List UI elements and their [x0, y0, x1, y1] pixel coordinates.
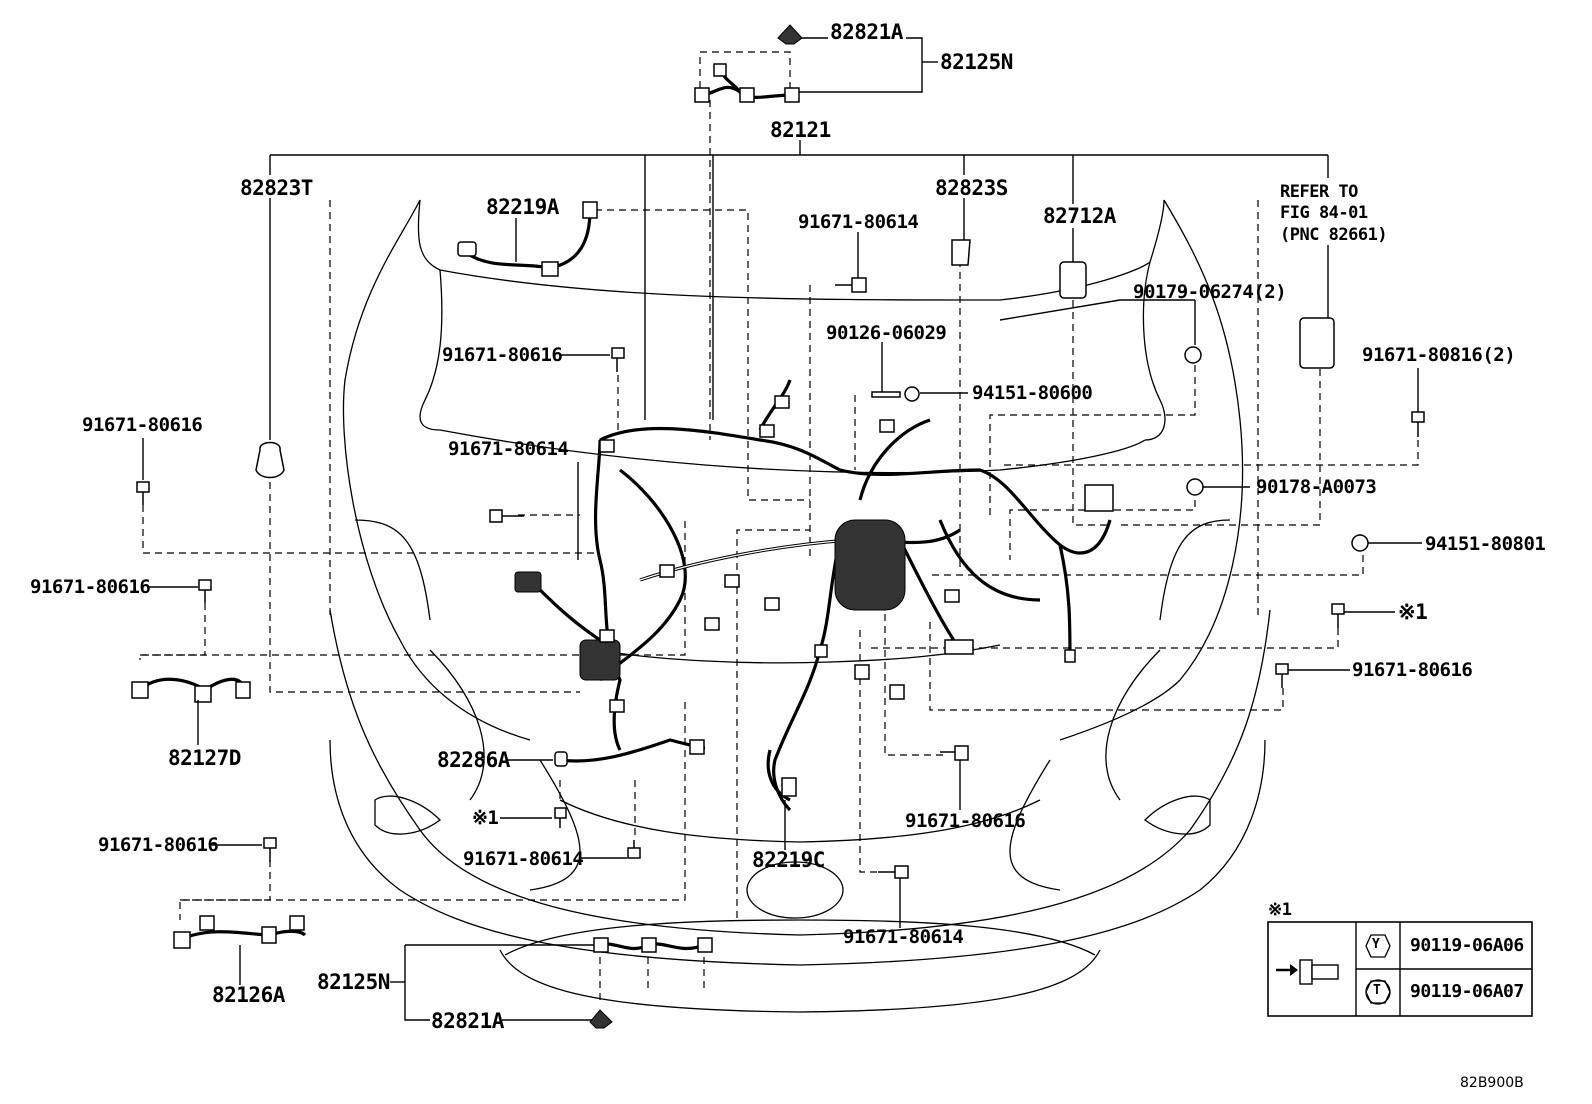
harness-82125n-top	[694, 63, 800, 103]
label-82823s: 82823S	[935, 176, 1008, 200]
label-leaders	[142, 218, 1422, 985]
label-82121: 82121	[770, 118, 831, 142]
bracket-82121	[269, 37, 1329, 1021]
label-82125n-bottom: 82125N	[317, 970, 390, 994]
label-82125n-top: 82125N	[940, 50, 1013, 74]
harness-82126a	[173, 915, 307, 949]
label-82712a: 82712A	[1043, 204, 1116, 228]
label-91671-80616-right: 91671-80616	[1352, 659, 1473, 681]
harness-82127d	[131, 677, 251, 703]
legend-part-t: 90119-06A07	[1410, 981, 1524, 1002]
label-91671-80616-left-top: 91671-80616	[82, 414, 203, 436]
label-90126-06029: 90126-06029	[826, 322, 947, 344]
label-94151-80801: 94151-80801	[1425, 533, 1546, 555]
harness-82125n-bottom	[593, 937, 713, 953]
harness-82286a	[554, 751, 568, 767]
label-90178-a0073: 90178-A0073	[1256, 476, 1377, 498]
label-90179-06274: 90179-06274(2)	[1133, 281, 1287, 303]
label-91671-80614-bottom-left: 91671-80614	[463, 848, 584, 870]
harness-82219a	[457, 201, 598, 277]
fasteners	[136, 24, 1425, 1029]
legend-symbol-y: Y	[1372, 937, 1380, 952]
vehicle-body-outline	[329, 199, 1271, 1013]
legend-symbol-t: T	[1373, 983, 1381, 998]
label-82127d: 82127D	[168, 746, 241, 770]
label-82821a-bottom: 82821A	[431, 1009, 504, 1033]
label-91671-80616-bottom: 91671-80616	[905, 810, 1026, 832]
label-82821a-top: 82821A	[830, 20, 903, 44]
legend-title: ※1	[1268, 900, 1292, 920]
harness-82219c	[766, 749, 797, 850]
main-harness-82121	[514, 379, 1114, 812]
dashed-reference-lines	[139, 51, 1419, 1005]
legend-box	[1267, 921, 1533, 1017]
label-82219c: 82219C	[752, 848, 825, 872]
label-94151-80600: 94151-80600	[972, 382, 1093, 404]
label-82126a: 82126A	[212, 983, 285, 1007]
label-91671-80614-left: 91671-80614	[448, 438, 569, 460]
label-91671-80616-left-mid: 91671-80616	[30, 576, 151, 598]
label-82219a: 82219A	[486, 195, 559, 219]
note-mark-left: ※1	[472, 807, 499, 829]
refer-to-fig-note: REFER TO FIG 84-01 (PNC 82661)	[1280, 182, 1388, 245]
label-91671-80816: 91671-80816(2)	[1362, 344, 1516, 366]
label-91671-80614-bottom: 91671-80614	[843, 926, 964, 948]
label-82823t: 82823T	[240, 176, 313, 200]
label-91671-80614-top: 91671-80614	[798, 211, 919, 233]
label-82286a: 82286A	[437, 748, 510, 772]
figure-code: 82B900B	[1460, 1075, 1524, 1091]
note-mark-right: ※1	[1398, 600, 1428, 624]
label-91671-80616-left-low: 91671-80616	[98, 834, 219, 856]
legend-part-y: 90119-06A06	[1410, 935, 1524, 956]
label-91671-80616-upper: 91671-80616	[442, 344, 563, 366]
